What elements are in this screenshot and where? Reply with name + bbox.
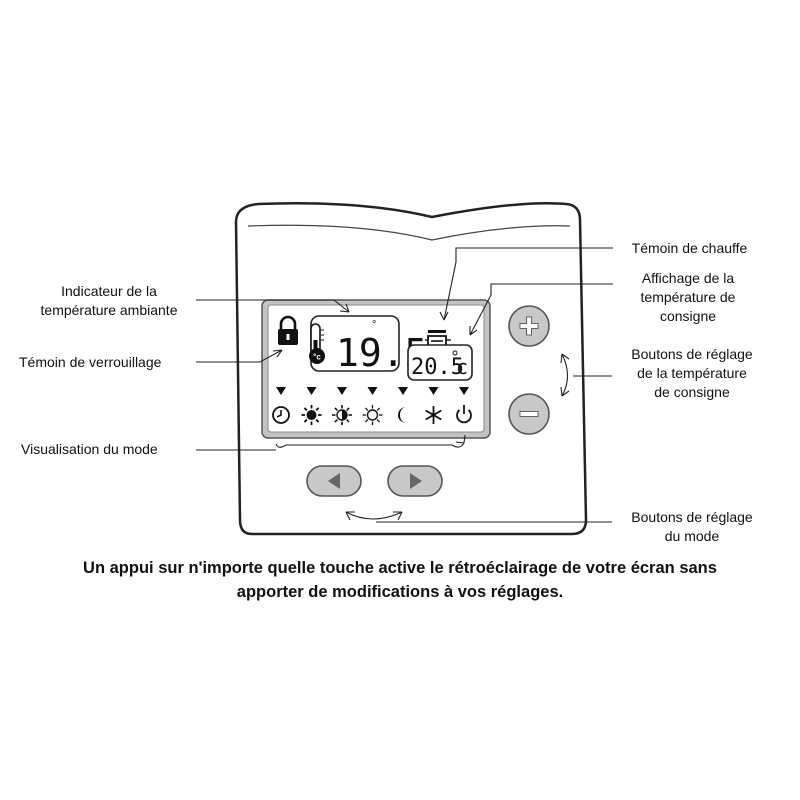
ambient-temperature-unit: °	[372, 319, 376, 331]
setpoint-buttons-label: Boutons de réglage de la température de …	[612, 345, 772, 402]
half-sun-icon	[332, 405, 352, 425]
mode-buttons-label-line-1: Boutons de réglage	[631, 509, 753, 525]
ambient-indicator-label-line-2: température ambiante	[40, 302, 178, 318]
sun-icon	[301, 405, 322, 425]
setpoint-buttons-label-line-3: de consigne	[654, 384, 730, 400]
mode-pointer-7	[459, 387, 469, 395]
setpoint-display-label-line-1: Affichage de la	[641, 270, 735, 286]
mode-pointer-1	[276, 387, 286, 395]
lock-icon	[278, 315, 298, 345]
moon-icon	[398, 407, 406, 423]
power-icon	[456, 405, 472, 424]
lock-indicator-label: Témoin de verrouillage	[19, 354, 162, 370]
ambient-indicator-label: Indicateur de la température ambiante	[19, 282, 199, 320]
setpoint-temperature-box	[407, 344, 473, 381]
mode-buttons-label: Boutons de réglage du mode	[612, 508, 772, 546]
caption-line-1: Un appui sur n'importe quelle touche act…	[83, 559, 717, 577]
minus-button[interactable]	[508, 393, 550, 435]
setpoint-display-label-line-2: température de	[640, 289, 736, 305]
mode-pointer-5	[398, 387, 408, 395]
thermostat-top-bevel	[247, 224, 571, 241]
setpoint-display-leader	[469, 283, 613, 336]
mode-left-button[interactable]	[306, 465, 362, 497]
setpoint-temperature-unit: c	[456, 355, 468, 379]
setpoint-temperature-value: 20.5	[411, 355, 464, 380]
ambient-indicator-leader	[196, 299, 350, 313]
snowflake-icon	[425, 406, 442, 424]
setpoint-buttons-label-line-1: Boutons de réglage	[631, 346, 753, 362]
mode-pointer-3	[337, 387, 347, 395]
caption-line-2: apporter de modifications à vos réglages…	[236, 583, 564, 601]
ambient-indicator-label-line-1: Indicateur de la	[61, 283, 157, 299]
heating-indicator-label: Témoin de chauffe	[631, 240, 748, 256]
setpoint-buttons-label-line-2: de la température	[637, 365, 747, 381]
outline-sun-icon	[362, 405, 383, 425]
mode-pointer-6	[428, 387, 439, 395]
clock-icon	[272, 406, 290, 424]
mode-pointer-4	[367, 387, 378, 395]
callout-lines	[196, 247, 613, 523]
setpoint-display-label: Affichage de la température de consigne	[608, 269, 768, 326]
heating-indicator-leader	[443, 247, 613, 321]
lock-indicator-leader	[196, 349, 283, 363]
setpoint-display-label-line-3: consigne	[659, 308, 717, 324]
thermometer-icon: °c	[309, 323, 325, 364]
plus-button[interactable]	[508, 305, 550, 347]
mode-buttons-label-line-2: du mode	[664, 528, 720, 544]
mode-right-button[interactable]	[387, 465, 443, 497]
mode-display-label: Visualisation du mode	[21, 441, 158, 457]
mode-pointer-2	[306, 387, 317, 395]
mode-row	[272, 387, 472, 425]
thermometer-unit: °c	[313, 353, 321, 362]
setpoint-degree-mark	[452, 350, 458, 356]
